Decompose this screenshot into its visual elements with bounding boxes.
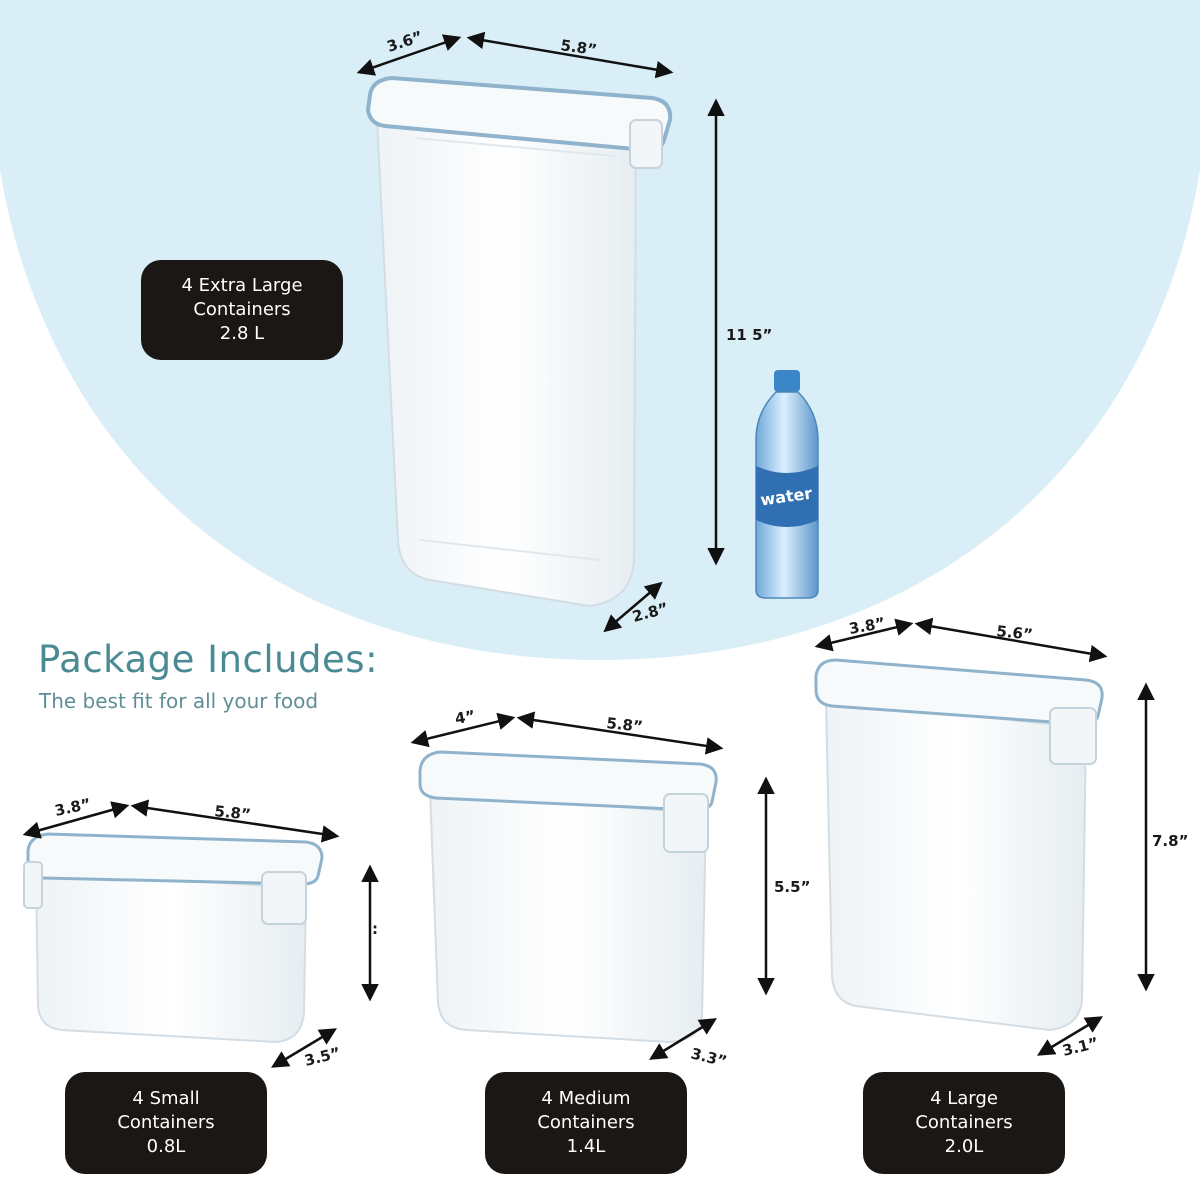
extra-large-label-line-1: 4 Extra Large: [181, 275, 303, 296]
extra-large-dimension-lines: [356, 31, 725, 633]
small-label-line-2: Containers: [117, 1112, 215, 1133]
large-length-label: 5.6”: [996, 622, 1034, 644]
small-height-label: :: [372, 920, 378, 938]
extra-large-length-label: 5.8”: [559, 36, 598, 59]
medium-length-label: 5.8”: [606, 714, 644, 736]
large-label-line-2: Containers: [915, 1112, 1013, 1133]
package-tagline: The best fit for all your food: [39, 689, 319, 713]
medium-container-illustration: [418, 750, 718, 1044]
medium-label-line-2: Containers: [537, 1112, 635, 1133]
large-height-label: 7.8”: [1152, 832, 1188, 850]
small-length-label: 5.8”: [214, 802, 252, 824]
water-bottle-illustration: water: [755, 370, 819, 599]
small-label-box: 4 Small Containers 0.8L: [65, 1072, 267, 1174]
large-label-box: 4 Large Containers 2.0L: [863, 1072, 1065, 1174]
medium-dimension-lines: [410, 711, 775, 1060]
extra-large-label-line-3: 2.8 L: [219, 323, 265, 344]
large-container-illustration: [814, 658, 1104, 1032]
small-depth-label: 3.5”: [303, 1044, 343, 1070]
small-container-illustration: [23, 832, 324, 1044]
small-dimension-lines: [22, 799, 379, 1068]
large-label-line-1: 4 Large: [930, 1088, 998, 1109]
extra-large-container-illustration: [365, 75, 673, 608]
medium-height-label: 5.5”: [774, 878, 810, 896]
small-label-line-3: 0.8L: [146, 1136, 186, 1157]
small-label-line-1: 4 Small: [132, 1088, 200, 1109]
large-width-label: 3.8”: [848, 614, 887, 638]
medium-label-box: 4 Medium Containers 1.4L: [485, 1072, 687, 1174]
large-label-line-3: 2.0L: [944, 1136, 984, 1157]
extra-large-label-box: 4 Extra Large Containers 2.8 L: [141, 260, 343, 360]
medium-label-line-3: 1.4L: [566, 1136, 606, 1157]
extra-large-label-line-2: Containers: [193, 299, 291, 320]
large-dimension-lines: [814, 617, 1155, 1056]
package-includes-heading: Package Includes:: [38, 638, 379, 681]
medium-width-label: 4”: [454, 707, 477, 728]
medium-depth-label: 3.3”: [689, 1044, 729, 1070]
extra-large-height-label: 11 5”: [726, 326, 772, 344]
medium-label-line-1: 4 Medium: [541, 1088, 631, 1109]
